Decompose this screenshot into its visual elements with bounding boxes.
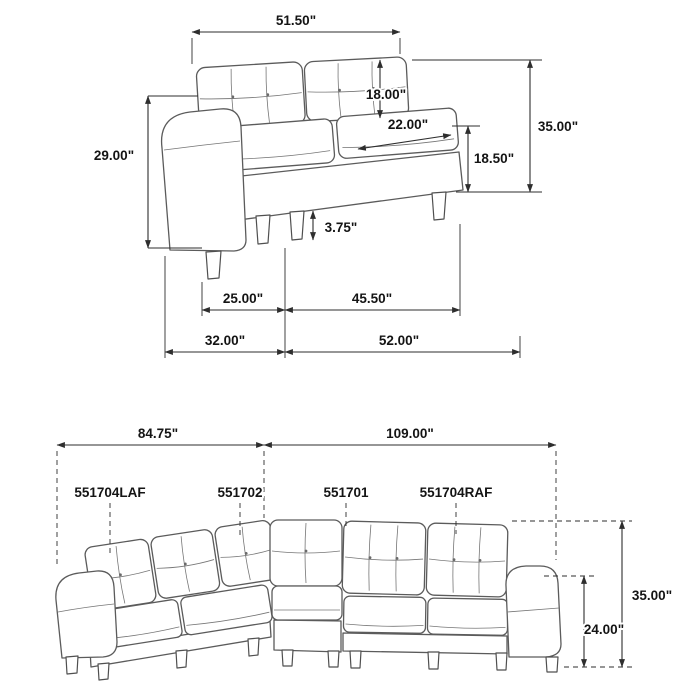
sectional-back-left-2 xyxy=(150,529,221,599)
dim-label-side-depth: 32.00" xyxy=(205,333,245,348)
sectional-back-left-3 xyxy=(214,519,278,587)
dim-label-seat-depth: 22.00" xyxy=(388,117,428,132)
sectional-back-right-1 xyxy=(341,520,427,596)
sectional-legs xyxy=(65,637,559,681)
dim-seat-depth: 22.00" xyxy=(357,115,452,151)
dim-label-overall-height: 35.00" xyxy=(538,119,578,134)
dim-label-sectional-overall-height: 35.00" xyxy=(632,588,672,603)
dim-back-cushion: 18.00" xyxy=(364,59,408,119)
dim-label-leg-height: 3.75" xyxy=(325,220,358,235)
dim-label-back-cushion: 18.00" xyxy=(366,87,406,102)
loveseat-seat-cushion-right xyxy=(335,107,459,159)
sectional-right-arm xyxy=(505,565,562,658)
dim-label-sectional-arm-height: 24.00" xyxy=(584,622,624,637)
dim-seat-width: 45.50" xyxy=(284,224,461,316)
dim-overall-depth: 52.00" xyxy=(284,331,521,358)
dim-sectional-overall-height: 35.00" xyxy=(512,520,674,668)
part-callout-armless-left: 551702 xyxy=(215,483,265,535)
sectional-seat-left-2 xyxy=(180,584,273,636)
dim-top-width: 51.50" xyxy=(191,11,401,64)
loveseat-diagram: 51.50" 29.00" 18.00" 22.00" 35.00" xyxy=(92,11,580,358)
dim-sectional-right-width: 109.00" xyxy=(263,424,557,560)
dim-label-overall-depth: 52.00" xyxy=(379,333,419,348)
dim-label-top-width: 51.50" xyxy=(276,13,316,28)
sectional-left-arm xyxy=(55,570,118,659)
dim-side-depth: 32.00" xyxy=(164,256,286,358)
sectional-back-right-2 xyxy=(425,522,509,598)
dim-label-seat-width: 45.50" xyxy=(352,291,392,306)
sectional-rail-right xyxy=(342,632,508,655)
dim-overall-height: 35.00" xyxy=(412,59,580,193)
part-label-551704RAF: 551704RAF xyxy=(420,485,493,500)
dim-leg-height: 3.75" xyxy=(310,210,359,241)
sectional-rail-corner xyxy=(273,619,342,653)
sectional-seat-corner xyxy=(271,585,343,621)
part-callout-laf: 551704LAF xyxy=(72,483,148,556)
part-callout-raf: 551704RAF xyxy=(418,483,494,534)
sectional-seat-right-2 xyxy=(426,597,509,636)
part-label-551701: 551701 xyxy=(323,485,369,500)
part-callout-armless-right: 551701 xyxy=(321,483,371,530)
dim-label-sectional-left-width: 84.75" xyxy=(138,426,178,441)
loveseat-legs xyxy=(205,191,447,280)
dim-arm-section-width: 25.00" xyxy=(201,248,286,358)
dim-label-sectional-right-width: 109.00" xyxy=(386,426,434,441)
part-label-551704LAF: 551704LAF xyxy=(74,485,145,500)
dim-label-arm-section-width: 25.00" xyxy=(223,291,263,306)
sectional-seat-right-1 xyxy=(342,595,427,634)
sectional-diagram: 84.75" 109.00" 551704LAF 551702 551701 5… xyxy=(55,424,674,681)
loveseat-left-arm xyxy=(160,108,247,252)
dim-sectional-left-width: 84.75" xyxy=(56,424,265,568)
dim-label-arm-height: 29.00" xyxy=(94,148,134,163)
dim-sectional-arm-height: 24.00" xyxy=(544,575,626,668)
sectional-back-corner xyxy=(269,519,343,587)
part-label-551702: 551702 xyxy=(217,485,262,500)
dim-arm-height: 29.00" xyxy=(92,95,202,249)
dim-label-seat-height: 18.50" xyxy=(474,151,514,166)
dim-seat-height: 18.50" xyxy=(452,125,516,193)
